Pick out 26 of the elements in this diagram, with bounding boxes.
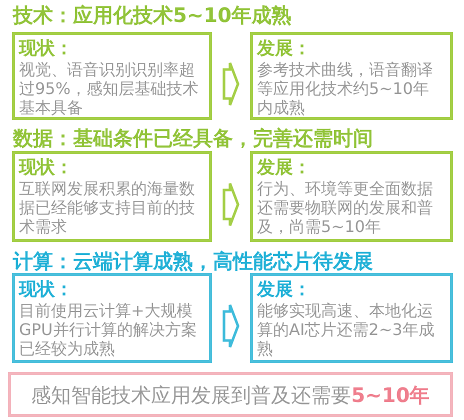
box-text: 能够实现高速、本地化运算的AI芯片还需2~3年成熟 [257, 301, 436, 358]
arrow [222, 182, 240, 227]
section-heading: 数据：基础条件已经具备，完善还需时间 [13, 126, 373, 150]
info-box [12, 151, 212, 242]
arrow [222, 304, 240, 348]
box-text: 参考技术曲线，语音翻译等应用化技术约5~10年内成熟 [257, 60, 434, 117]
info-box [12, 273, 212, 363]
box-text: 目前使用云计算+大规模GPU并行计算的解决方案已经较为成熟 [19, 301, 198, 358]
section-heading: 技术：应用化技术5~10年成熟 [13, 3, 292, 27]
box-heading: 发展： [257, 157, 311, 179]
box-heading: 现状： [19, 279, 73, 301]
box-heading: 现状： [19, 38, 73, 60]
info-box [250, 273, 453, 363]
box-text: 行为、环境等更全面数据还需要物联网的发展和普及，尚需5~10年 [257, 179, 434, 236]
info-box [250, 32, 453, 120]
box-text: 互联网发展积累的海量数据已经能够支持目前的技术需求 [19, 179, 196, 236]
summary-box [8, 372, 453, 417]
box-text: 视觉、语音识别识别率超过95%，感知层基础技术基本具备 [19, 60, 200, 117]
section-heading: 计算：云端计算成熟，高性能芯片待发展 [13, 249, 373, 273]
box-heading: 现状： [19, 157, 73, 179]
summary-text: 感知智能技术应用发展到普及还需要5~10年 [31, 382, 430, 408]
info-box [12, 32, 212, 120]
box-heading: 发展： [257, 279, 311, 301]
box-heading: 发展： [257, 38, 311, 60]
arrow [222, 62, 240, 106]
info-box [250, 151, 453, 242]
